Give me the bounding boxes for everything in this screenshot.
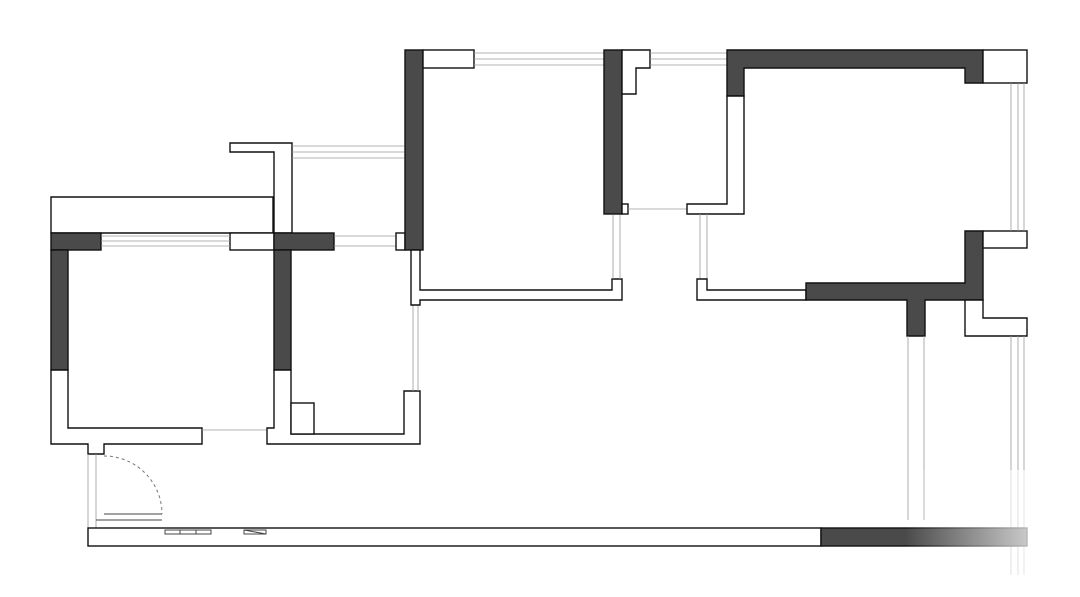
middle-room-wall-top xyxy=(273,232,335,251)
center-room-side-window xyxy=(612,215,621,279)
middle-room-window xyxy=(334,235,396,247)
left-room xyxy=(50,196,275,455)
center-room-window xyxy=(474,52,605,66)
middle-room xyxy=(229,142,421,445)
right-room-wall-right-block xyxy=(982,230,1028,249)
right-room xyxy=(686,49,1028,575)
right-room-wall-bottom xyxy=(805,230,984,337)
right-room-wall-bottom-left xyxy=(696,278,807,301)
center-room-wall-top xyxy=(422,49,475,69)
left-room-wall-corner xyxy=(50,232,102,251)
middle-room-cabinet xyxy=(290,402,315,435)
middle-room-pillar xyxy=(395,232,406,251)
bathroom xyxy=(603,49,727,215)
entrance-door-jamb xyxy=(87,454,97,528)
left-room-wall-top-right xyxy=(229,232,275,251)
entrance xyxy=(87,454,1080,597)
bathroom-wall-left xyxy=(603,49,623,215)
bottom-wall-hollow xyxy=(87,527,822,547)
right-room-corner-block xyxy=(982,49,1028,84)
middle-balcony-window xyxy=(292,145,404,159)
right-room-window xyxy=(1010,83,1025,231)
left-room-wall-left-lower xyxy=(50,369,203,455)
middle-room-wall-left xyxy=(273,249,292,371)
bathroom-window xyxy=(650,52,727,66)
meter-box-icon xyxy=(243,529,267,535)
center-room-wall-bottom xyxy=(410,249,623,306)
left-room-balcony-parapet xyxy=(50,196,274,234)
right-room-side-window xyxy=(699,214,708,279)
bathroom-wall-top xyxy=(621,49,651,95)
fade-overlay xyxy=(905,470,1080,597)
middle-room-side-window xyxy=(412,305,419,391)
center-room-wall-left xyxy=(404,49,424,251)
shoe-cabinet-icon xyxy=(164,529,212,535)
center-room xyxy=(404,49,623,306)
middle-room-wall-lower xyxy=(266,369,421,445)
bathroom-wall-stub xyxy=(621,203,629,215)
right-room-wall-top xyxy=(726,49,984,97)
left-room-wall-left xyxy=(50,249,69,371)
entrance-door-swing xyxy=(103,455,163,515)
right-room-wall-left xyxy=(686,95,745,215)
right-balcony-wall xyxy=(964,299,1028,337)
left-room-window xyxy=(101,235,230,247)
